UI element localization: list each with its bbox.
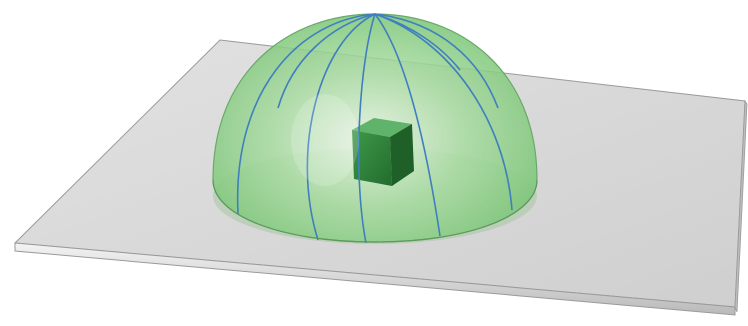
inner-cube [352,118,414,186]
dome-highlight [291,94,359,186]
